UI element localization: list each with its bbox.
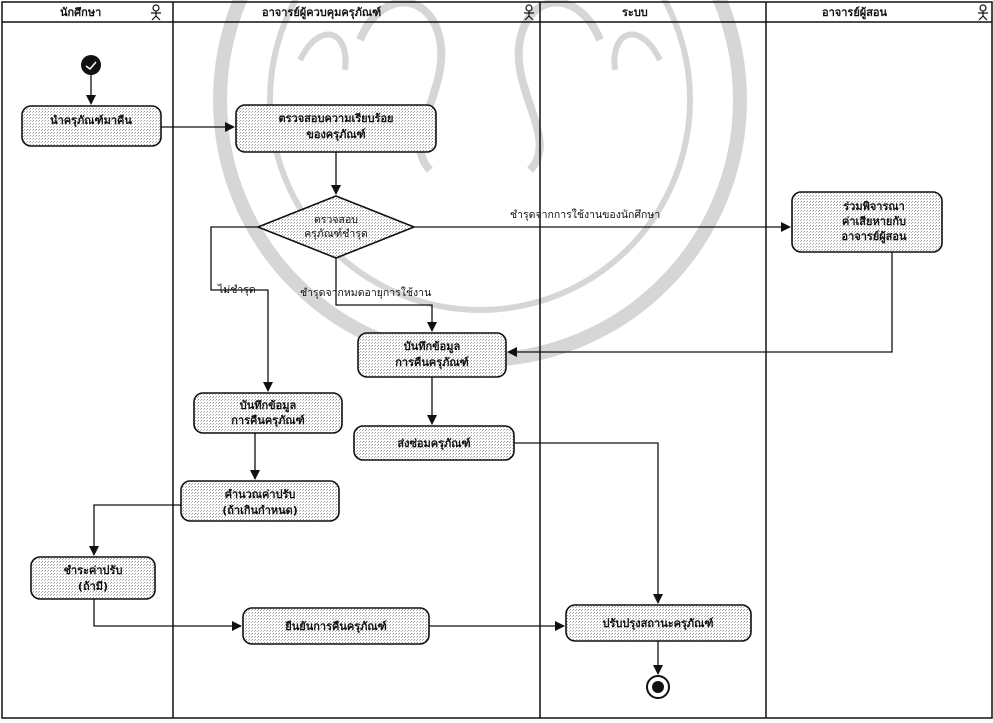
- activity-label-line-1: ชำระค่าปรับ: [64, 564, 123, 577]
- activity-label-line-1: คำนวณค่าปรับ: [225, 488, 296, 501]
- end-node-icon: [646, 675, 670, 699]
- activity-calc-fine: คำนวณค่าปรับ (ถ้าเกินกำหนด): [180, 480, 340, 522]
- guard-damaged-by-age: ชำรุดจากหมดอายุการใช้งาน: [300, 286, 431, 299]
- activity-check-condition: ตรวจสอบความเรียบร้อย ของครุภัณฑ์: [235, 104, 437, 153]
- activity-record-return-a: บันทึกข้อมูล การคืนครุภัณฑ์: [357, 332, 507, 378]
- guard-not-damaged: ไม่ชำรุด: [217, 283, 256, 296]
- decision-label-line-1: ตรวจสอบ: [314, 214, 358, 226]
- activity-label-line-2: การคืนครุภัณฑ์: [231, 414, 304, 428]
- swimlane-instructor: อาจารย์ผู้สอน: [822, 4, 988, 21]
- activity-label: นำครุภัณฑ์มาคืน: [50, 114, 132, 128]
- activity-label-line-3: อาจารย์ผู้สอน: [841, 230, 907, 244]
- activity-update-status: ปรับปรุงสถานะครุภัณฑ์: [565, 604, 752, 642]
- guard-damaged-by-student: ชำรุดจากการใช้งานของนักศึกษา: [510, 208, 660, 221]
- control-flows: [86, 75, 893, 675]
- activity-record-return-b: บันทึกข้อมูล การคืนครุภัณฑ์: [193, 392, 343, 434]
- activity-label-line-2: (ถ้าเกินกำหนด): [222, 504, 298, 517]
- activity-label-line-2: การคืนครุภัณฑ์: [395, 356, 468, 370]
- activity-label: ส่งซ่อมครุภัณฑ์: [397, 437, 470, 451]
- lane-title-equipment-supervisor: อาจารย์ผู้ควบคุมครุภัณฑ์: [262, 6, 381, 20]
- activity-return-equipment: นำครุภัณฑ์มาคืน: [21, 105, 162, 147]
- activity-consider-cost: ร่วมพิจารณา ค่าเสียหายกับ อาจารย์ผู้สอน: [791, 191, 943, 253]
- activity-label-line-1: ร่วมพิจารณา: [843, 200, 905, 213]
- swimlane-system: ระบบ: [622, 6, 648, 19]
- activity-label-line-2: ค่าเสียหายกับ: [842, 215, 906, 228]
- activity-label-line-1: บันทึกข้อมูล: [404, 340, 461, 354]
- activity-send-repair: ส่งซ่อมครุภัณฑ์: [353, 425, 515, 461]
- lane-title-system: ระบบ: [622, 6, 648, 19]
- lane-title-instructor: อาจารย์ผู้สอน: [822, 6, 888, 20]
- activity-pay-fine: ชำระค่าปรับ (ถ้ามี): [30, 556, 156, 600]
- activity-label-line-1: ตรวจสอบความเรียบร้อย: [279, 112, 394, 125]
- university-seal-watermark: [213, 0, 747, 367]
- swimlane-student: นักศึกษา: [60, 4, 161, 21]
- decision-damaged: ตรวจสอบ ครุภัณฑ์ชำรุด: [255, 195, 417, 259]
- activity-label: ปรับปรุงสถานะครุภัณฑ์: [603, 617, 714, 631]
- decision-label-line-2: ครุภัณฑ์ชำรุด: [304, 227, 368, 240]
- actor-icon: [524, 4, 534, 21]
- actor-icon: [151, 4, 161, 21]
- activity-label: ยืนยันการคืนครุภัณฑ์: [285, 620, 387, 634]
- actor-icon: [978, 4, 988, 21]
- activity-label-line-2: (ถ้ามี): [78, 580, 108, 593]
- activity-label-line-1: บันทึกข้อมูล: [240, 399, 297, 413]
- activity-label-line-2: ของครุภัณฑ์: [306, 128, 365, 142]
- activity-confirm-return: ยืนยันการคืนครุภัณฑ์: [242, 607, 430, 645]
- swimlane-equipment-supervisor: อาจารย์ผู้ควบคุมครุภัณฑ์: [262, 4, 534, 21]
- start-node-icon: [81, 55, 101, 75]
- lane-title-student: นักศึกษา: [60, 6, 101, 19]
